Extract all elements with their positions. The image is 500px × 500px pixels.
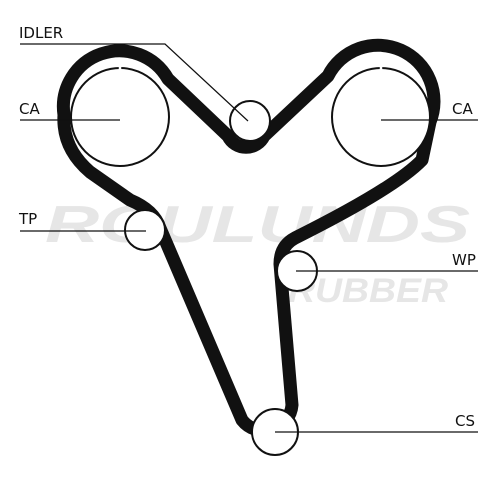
tensioner-pulley [124, 209, 166, 251]
leader-lines [20, 43, 478, 433]
idler-pulley [229, 100, 271, 142]
label-tensioner: TP [18, 210, 37, 228]
cam-pulley-right [331, 63, 431, 167]
label-idler: IDLER [19, 24, 63, 42]
label-crankshaft: CS [455, 412, 475, 430]
label-water-pump: WP [452, 251, 476, 269]
watermark-line1: ROULUNDS [45, 196, 470, 254]
idler-leader-line [20, 43, 249, 122]
label-cam-left: CA [19, 100, 40, 118]
timing-belt [56, 38, 441, 438]
label-cam-right: CA [452, 100, 473, 118]
cam-pulley-left [70, 63, 170, 167]
watermark-logo: ROULUNDS RUBBER [45, 196, 470, 310]
